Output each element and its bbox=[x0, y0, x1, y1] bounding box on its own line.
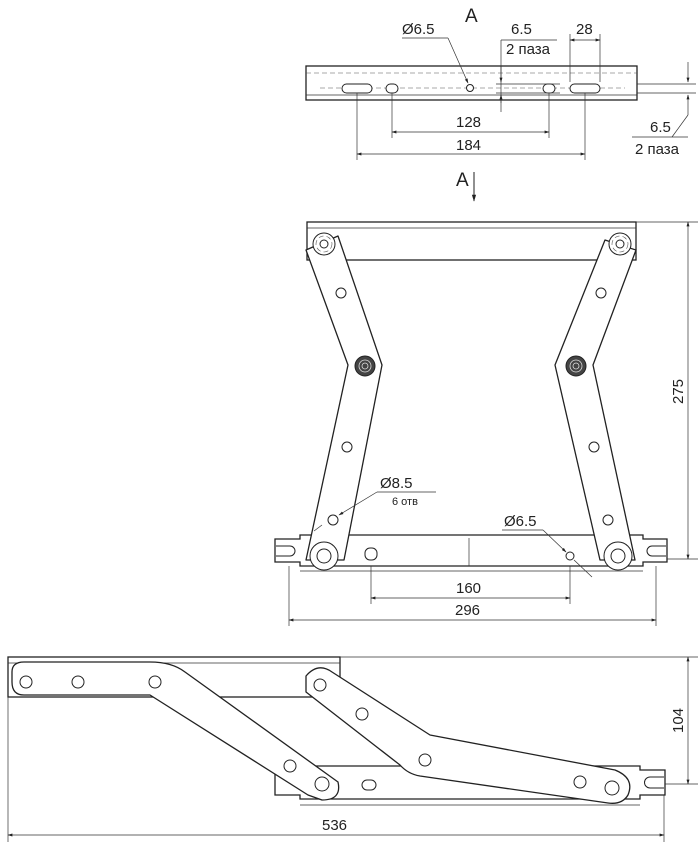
view-a-slot-width-note: 2 паза bbox=[506, 41, 551, 58]
view-a-slot-small-right bbox=[542, 83, 556, 94]
open-left-bottom-pivot bbox=[314, 776, 330, 792]
front-left-arm bbox=[305, 235, 383, 561]
open-right-hole bbox=[313, 678, 327, 692]
front-base-slot bbox=[364, 547, 378, 561]
view-a-label: A bbox=[465, 6, 478, 27]
view-a-slot-width: 6.5 bbox=[511, 21, 532, 38]
front-base-length: 296 bbox=[455, 602, 480, 619]
open-right-bottom-pivot bbox=[604, 780, 620, 796]
view-a-outer-spacing: 184 bbox=[456, 137, 481, 154]
view-a-slot-length: 28 bbox=[576, 21, 593, 38]
view-a-side-dim: 6.5 bbox=[650, 119, 671, 136]
open-right-hole bbox=[573, 775, 587, 789]
open-right-hole bbox=[355, 707, 369, 721]
front-rivet-hole-dim: Ø8.5 bbox=[380, 475, 413, 492]
view-a-inner-spacing: 128 bbox=[456, 114, 481, 131]
view-a-plate bbox=[305, 65, 638, 101]
open-height-dim: 104 bbox=[670, 708, 687, 733]
open-left-hole bbox=[19, 675, 33, 689]
open-left-arm bbox=[11, 661, 340, 801]
front-base-hole bbox=[565, 551, 575, 561]
open-left-hole bbox=[71, 675, 85, 689]
front-rivet-hole-note: 6 отв bbox=[392, 496, 418, 508]
view-a-center-hole bbox=[466, 84, 474, 92]
front-right-hole bbox=[602, 514, 614, 526]
front-right-hole bbox=[595, 287, 607, 299]
view-a-side-dim-note: 2 паза bbox=[635, 141, 680, 158]
open-right-hole bbox=[418, 753, 432, 767]
front-right-hole bbox=[588, 441, 600, 453]
front-left-hole bbox=[327, 514, 339, 526]
front-view: A bbox=[274, 170, 698, 626]
open-base-slot bbox=[361, 779, 377, 791]
front-left-knee-rivet bbox=[354, 355, 376, 377]
open-length-dim: 536 bbox=[322, 817, 347, 834]
front-left-hole bbox=[341, 441, 353, 453]
front-height-dim: 275 bbox=[670, 379, 687, 404]
front-view-marker: A bbox=[456, 170, 469, 191]
view-a-slot-left bbox=[341, 83, 373, 94]
view-a-slot-small-left bbox=[385, 83, 399, 94]
front-right-arm bbox=[554, 239, 637, 561]
front-right-knee-rivet bbox=[565, 355, 587, 377]
open-right-arm bbox=[305, 667, 631, 804]
front-base-hole-dim: Ø6.5 bbox=[504, 513, 537, 530]
view-a-hole-dim: Ø6.5 bbox=[402, 21, 435, 38]
open-left-hole bbox=[148, 675, 162, 689]
view-a-slot-right bbox=[569, 83, 601, 94]
view-a: A Ø6.5 6.5 2 паза 28 128 bbox=[305, 6, 696, 160]
front-left-hole bbox=[335, 287, 347, 299]
open-left-hole bbox=[283, 759, 297, 773]
open-view: 104 536 bbox=[7, 656, 698, 842]
front-hole-spacing: 160 bbox=[456, 580, 481, 597]
